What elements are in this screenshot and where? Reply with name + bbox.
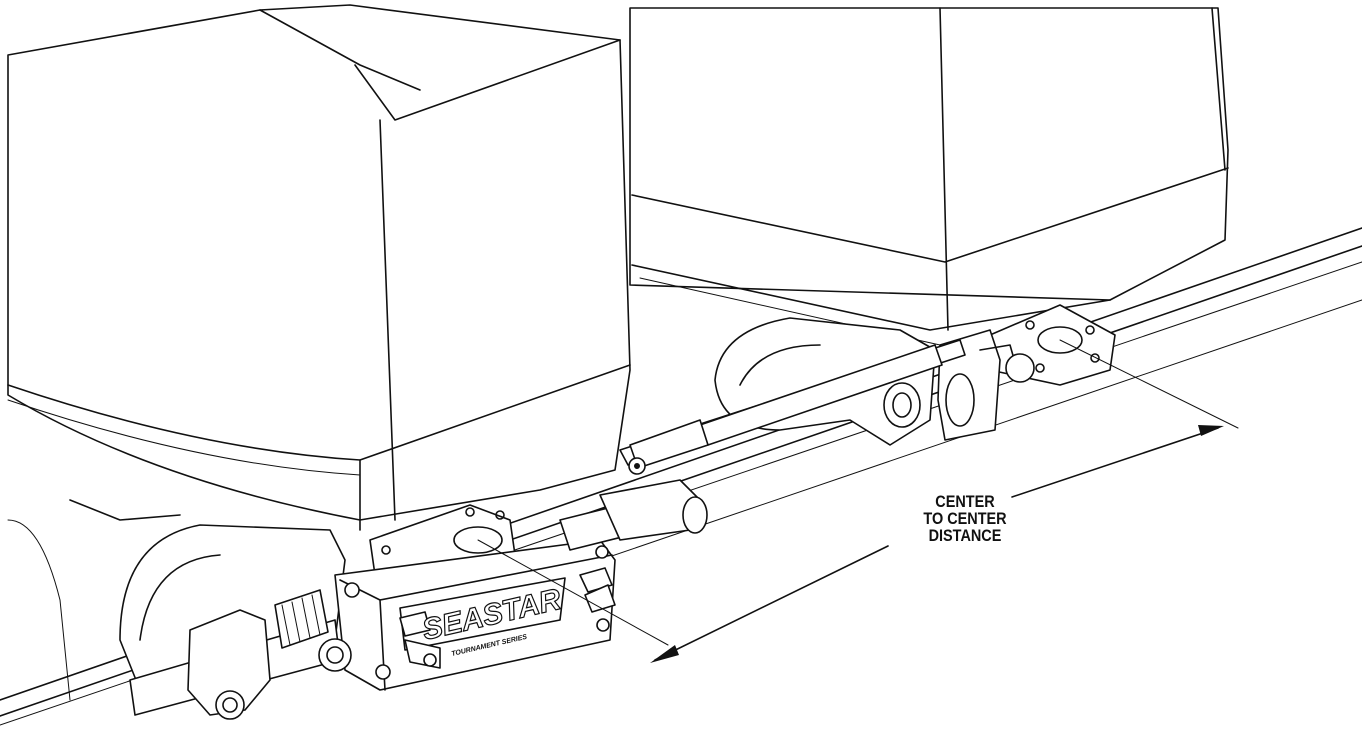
bleeder-fittings <box>399 567 616 669</box>
dimension-line-right <box>1011 427 1219 498</box>
callout-line-1: CENTER <box>935 492 995 511</box>
cylinder-rod <box>129 589 352 720</box>
link-rod <box>619 339 966 475</box>
center-to-center-label: CENTER TO CENTER DISTANCE <box>910 493 1021 544</box>
right-outboard-engine <box>629 7 1229 346</box>
dimension-leaders <box>477 339 1239 663</box>
arrowhead-left <box>650 645 679 663</box>
arrowhead-right <box>1198 425 1224 436</box>
left-outboard-engine <box>7 4 631 531</box>
callout-line-2: TO CENTER <box>923 509 1007 528</box>
callout-line-3: DISTANCE <box>928 526 1002 545</box>
dimension-line-left <box>654 545 889 661</box>
